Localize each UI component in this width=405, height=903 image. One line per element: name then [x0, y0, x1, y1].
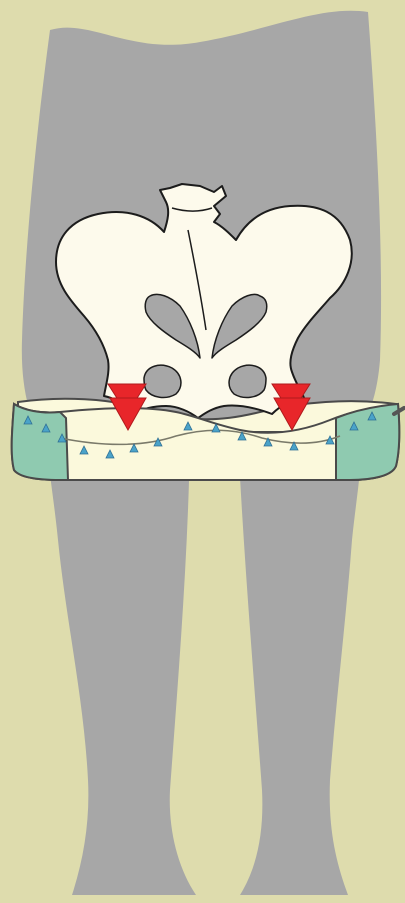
cushion-right-panel: [336, 404, 399, 480]
obturator-foramen-left: [144, 365, 181, 397]
obturator-foramen-right: [229, 365, 266, 397]
